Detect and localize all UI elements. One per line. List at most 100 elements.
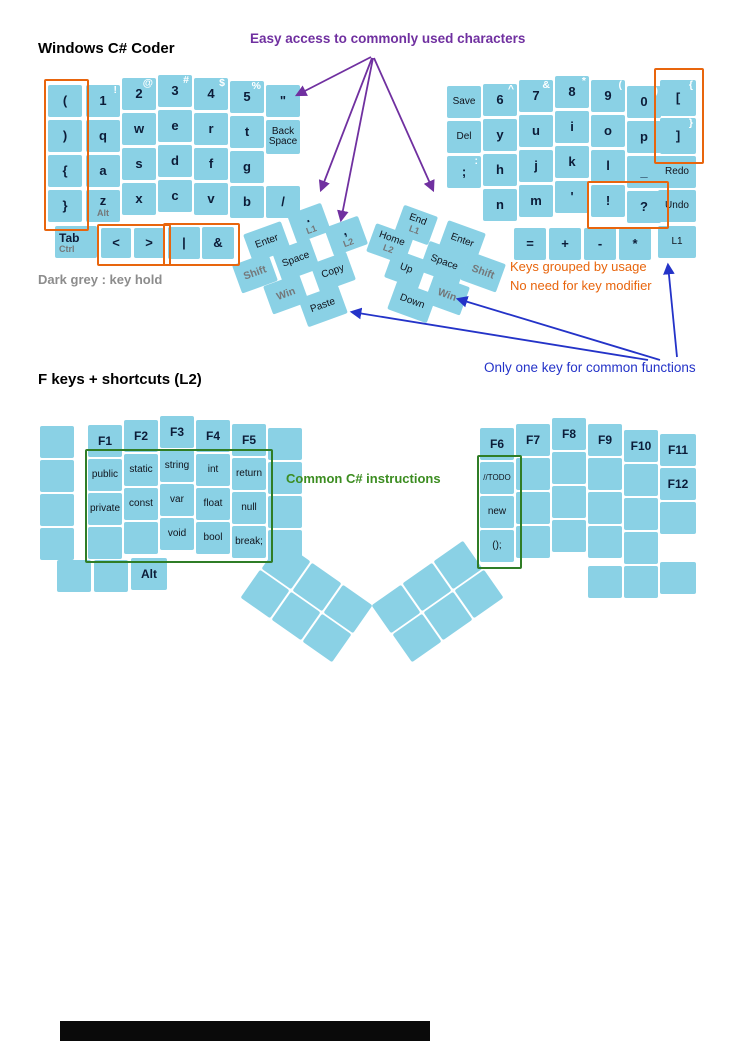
- key-bool: bool: [196, 522, 230, 554]
- key-var: var: [160, 484, 194, 516]
- key-blank: [624, 566, 658, 598]
- key-f12: F12: [660, 468, 696, 500]
- key-equals: =: [514, 228, 546, 260]
- key-static: static: [124, 454, 158, 486]
- key-private: private: [88, 493, 122, 525]
- key-return: return: [232, 458, 266, 490]
- key-blank: [57, 560, 91, 592]
- key-blank: [588, 492, 622, 524]
- key-3: 3#: [158, 75, 192, 107]
- key-s: s: [122, 148, 156, 180]
- key-k: k: [555, 146, 589, 178]
- annotation-common-csharp-instructions: Common C# instructions: [286, 471, 441, 486]
- key-blank: [624, 498, 658, 530]
- key-semicolon: ;:: [447, 156, 481, 188]
- legend-dark-grey-key-hold: Dark grey : key hold: [38, 272, 163, 287]
- section-title-main-layer: Windows C# Coder: [38, 40, 175, 57]
- key-m: m: [519, 185, 553, 217]
- key-f6: F6: [480, 428, 514, 460]
- highlight-csharp-keywords-right: [477, 455, 522, 569]
- key-c: c: [158, 180, 192, 212]
- key-apostrophe: ': [555, 181, 589, 213]
- key-8: 8*: [555, 76, 589, 108]
- key-break: break;: [232, 526, 266, 558]
- key-blank: [624, 532, 658, 564]
- key-n: n: [483, 189, 517, 221]
- key-close-bracket: ]}: [660, 118, 696, 154]
- key-open-paren: (: [48, 85, 82, 117]
- key-blank: [660, 502, 696, 534]
- key-t: t: [230, 116, 264, 148]
- key-comma: ,L2: [323, 215, 369, 257]
- key-minus: -: [584, 228, 616, 260]
- key-f2: F2: [124, 420, 158, 452]
- key-blank: [40, 426, 74, 458]
- key-f9: F9: [588, 424, 622, 456]
- key-open-bracket: [{: [660, 80, 696, 116]
- key-j: j: [519, 150, 553, 182]
- key-blank: [660, 562, 696, 594]
- key-greater-than: >: [134, 228, 164, 258]
- key-string: string: [160, 450, 194, 482]
- key-back-space: Back Space: [266, 120, 300, 154]
- key-blank: [124, 522, 158, 554]
- highlight-brackets-column: [44, 79, 89, 231]
- key-del: Del: [447, 121, 481, 153]
- annotation-easy-access: Easy access to commonly used characters: [250, 31, 526, 46]
- key-paste: Paste: [298, 284, 348, 328]
- key-blank: [94, 560, 128, 592]
- key-less-than: <: [101, 228, 131, 258]
- key-question: ?: [627, 191, 661, 223]
- key-save: Save: [447, 86, 481, 118]
- key-1: 1!: [86, 85, 120, 117]
- key-r: r: [194, 113, 228, 145]
- key-h: h: [483, 154, 517, 186]
- key-close-brace: }: [48, 190, 82, 222]
- key-e: e: [158, 110, 192, 142]
- key-q: q: [86, 120, 120, 152]
- key-blank: [268, 462, 302, 494]
- key-plus: +: [549, 228, 581, 260]
- key-int: int: [196, 454, 230, 486]
- key-null: null: [232, 492, 266, 524]
- key-b: b: [230, 186, 264, 218]
- highlight-pipe-ampersand: [163, 223, 240, 266]
- key-v: v: [194, 183, 228, 215]
- key-4: 4$: [194, 78, 228, 110]
- key-a: a: [86, 155, 120, 187]
- key-2: 2@: [122, 78, 156, 110]
- key-f8: F8: [552, 418, 586, 450]
- key-blank: [88, 527, 122, 559]
- key-blank: [588, 458, 622, 490]
- key-6: 6^: [483, 84, 517, 116]
- key-5: 5%: [230, 81, 264, 113]
- key-7: 7&: [519, 80, 553, 112]
- key-g: g: [230, 151, 264, 183]
- key-undo: Undo: [658, 190, 696, 222]
- annotation-keys-grouped-by-usage: Keys grouped by usage: [510, 259, 647, 274]
- annotation-no-key-modifier: No need for key modifier: [510, 278, 652, 293]
- annotation-one-key-common-functions: Only one key for common functions: [484, 360, 696, 375]
- key-d: d: [158, 145, 192, 177]
- key-f: f: [194, 148, 228, 180]
- key-blank: [624, 464, 658, 496]
- key-i: i: [555, 111, 589, 143]
- key-f10: F10: [624, 430, 658, 462]
- key-f7: F7: [516, 424, 550, 456]
- section-title-l2-layer: F keys + shortcuts (L2): [38, 371, 202, 388]
- key-f4: F4: [196, 420, 230, 452]
- key-blank: [588, 566, 622, 598]
- key-parens-semicolon: ();: [480, 530, 514, 562]
- key-y: y: [483, 119, 517, 151]
- key-pipe: |: [168, 227, 200, 259]
- key-asterisk: *: [619, 228, 651, 260]
- key-blank: [588, 526, 622, 558]
- key-blank: [552, 520, 586, 552]
- key-blank: [268, 428, 302, 460]
- key-close-paren: ): [48, 120, 82, 152]
- key-f1: F1: [88, 425, 122, 457]
- key-blank: [40, 494, 74, 526]
